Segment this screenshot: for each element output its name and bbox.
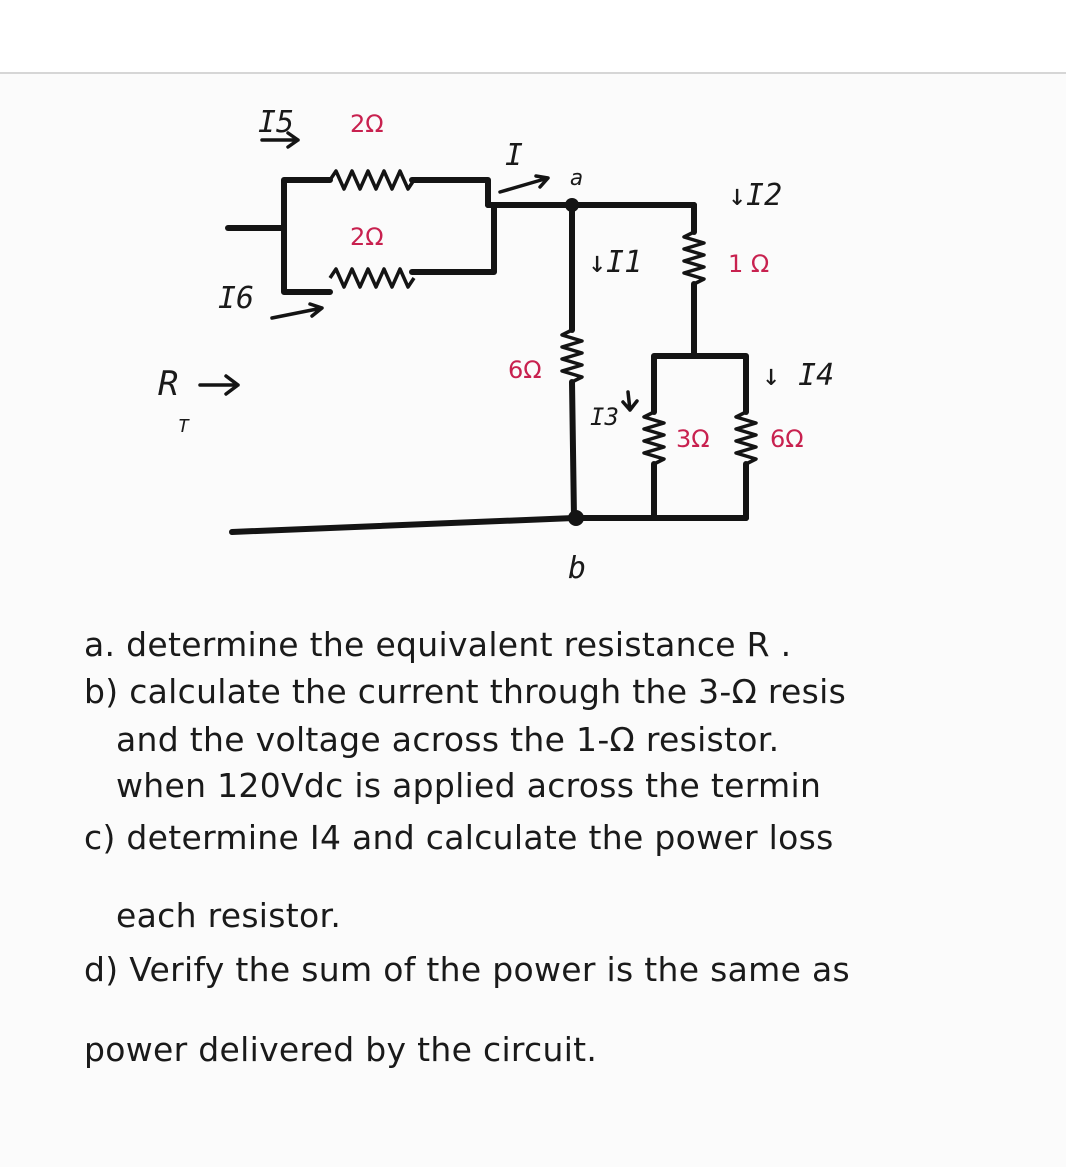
paper-edge bbox=[0, 72, 1066, 74]
question-b: b) calculate the current through the 3-Ω… bbox=[84, 672, 847, 711]
label-r-mid: 2Ω bbox=[350, 223, 384, 251]
label-node-b: b bbox=[568, 551, 586, 586]
label-rt: R bbox=[158, 364, 178, 404]
question-c-line2: each resistor. bbox=[116, 896, 342, 935]
label-r-3ohm: 3Ω bbox=[676, 425, 710, 453]
label-r-1ohm: 1 Ω bbox=[728, 250, 769, 278]
label-i1: ↓I1 bbox=[588, 245, 642, 280]
branch-6ohm-wire-bottom bbox=[569, 379, 577, 521]
label-i5: I5 bbox=[258, 105, 294, 140]
label-i: I bbox=[505, 138, 523, 173]
question-a: a. determine the equivalent resistance R… bbox=[84, 625, 792, 664]
label-i4: ↓ I4 bbox=[762, 358, 834, 393]
arrow-rt bbox=[198, 374, 240, 396]
parallel-bottom-wire bbox=[281, 265, 333, 295]
question-b-line3: when 120Vdc is applied across the termin bbox=[116, 766, 822, 805]
parallel-top-wire bbox=[281, 177, 333, 271]
label-node-a: a bbox=[570, 166, 583, 191]
arrow-i3 bbox=[621, 390, 639, 412]
node-b-dot bbox=[568, 510, 584, 526]
arrow-i5 bbox=[260, 131, 300, 149]
resistor-6ohm-left bbox=[560, 328, 584, 384]
paper-background bbox=[0, 72, 1066, 1167]
resistor-6ohm-right bbox=[734, 410, 758, 466]
label-i6: I6 bbox=[218, 281, 254, 316]
parallel-box-top bbox=[651, 353, 749, 369]
label-rt-sub: T bbox=[178, 416, 190, 437]
bottom-terminal-wire bbox=[229, 515, 577, 535]
circuit-diagram: I5 2Ω I a ↓I2 2Ω ↓I1 1 Ω I6 6Ω ↓ I4 R T … bbox=[158, 105, 834, 586]
parallel-bottom-wire-right bbox=[409, 202, 497, 275]
label-i3: I3 bbox=[590, 403, 619, 431]
question-d-line2: power delivered by the circuit. bbox=[84, 1030, 598, 1069]
label-r-6ohm-right: 6Ω bbox=[770, 425, 804, 453]
arrow-i6 bbox=[270, 302, 324, 320]
question-b-line2: and the voltage across the 1-Ω resistor. bbox=[116, 720, 780, 759]
resistor-2ohm-top bbox=[328, 169, 416, 191]
resistor-2ohm-bottom bbox=[328, 267, 416, 289]
label-r-6ohm-left: 6Ω bbox=[508, 356, 542, 384]
question-c: c) determine I4 and calculate the power … bbox=[84, 818, 834, 857]
label-i2: ↓I2 bbox=[728, 178, 782, 213]
resistor-1ohm bbox=[682, 230, 706, 286]
arrow-i bbox=[498, 174, 550, 194]
resistor-3ohm bbox=[642, 410, 666, 466]
question-d: d) Verify the sum of the power is the sa… bbox=[84, 950, 851, 989]
label-r-top: 2Ω bbox=[350, 110, 384, 138]
parallel-top-wire-right bbox=[409, 177, 491, 208]
